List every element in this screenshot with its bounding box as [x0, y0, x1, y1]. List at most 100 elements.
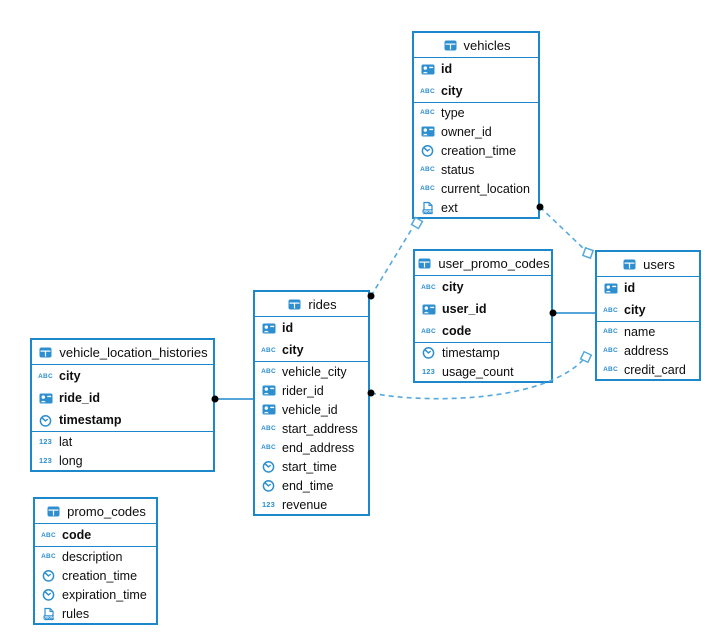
column-row-timestamp[interactable]: timestamp [415, 343, 551, 362]
column-label: current_location [441, 181, 530, 196]
column-row-end_time[interactable]: end_time [255, 476, 368, 495]
text-column-icon: ABC [420, 185, 435, 192]
column-label: vehicle_city [282, 364, 347, 379]
number-column-icon: 123 [38, 456, 53, 465]
column-label: timestamp [59, 413, 122, 427]
column-row-vehicle_id[interactable]: vehicle_id [255, 400, 368, 419]
number-column-icon: 123 [261, 500, 276, 509]
column-label: city [441, 84, 463, 98]
column-row-timestamp[interactable]: timestamp [32, 409, 213, 431]
column-label: creation_time [62, 568, 138, 583]
text-column-icon: ABC [603, 347, 618, 354]
column-label: user_id [442, 302, 487, 316]
column-label: start_address [282, 421, 358, 436]
id-column-icon [37, 393, 54, 404]
table-icon [37, 347, 54, 358]
id-column-icon [602, 283, 619, 294]
column-row-start_address[interactable]: ABC start_address [255, 419, 368, 438]
column-row-current_location[interactable]: ABC current_location [414, 179, 538, 198]
column-label: owner_id [441, 124, 492, 139]
text-column-icon: ABC [603, 328, 618, 335]
text-column-icon: ABC [261, 425, 276, 432]
column-label: id [282, 321, 294, 335]
table-icon [442, 40, 459, 51]
json-column-icon: JSON [40, 607, 57, 621]
table-icon [621, 259, 638, 270]
column-label: end_time [282, 478, 334, 493]
column-row-start_time[interactable]: start_time [255, 457, 368, 476]
relation-endpoint-diamond [410, 216, 424, 230]
section-divider [32, 431, 213, 432]
column-label: ride_id [59, 391, 100, 405]
column-row-name[interactable]: ABC name [597, 322, 699, 341]
column-row-id[interactable]: id [255, 317, 368, 339]
table-header-user_promo_codes[interactable]: user_promo_codes [415, 251, 551, 276]
section-divider [597, 321, 699, 322]
table-header-vehicle_location_histories[interactable]: vehicle_location_histories [32, 340, 213, 365]
column-label: start_time [282, 459, 337, 474]
table-header-promo_codes[interactable]: promo_codes [35, 499, 156, 524]
column-row-owner_id[interactable]: owner_id [414, 122, 538, 141]
column-label: vehicle_id [282, 402, 338, 417]
text-column-icon: ABC [420, 166, 435, 173]
table-icon [416, 258, 433, 269]
column-row-id[interactable]: id [414, 58, 538, 80]
column-label: lat [59, 434, 73, 449]
section-divider [35, 546, 156, 547]
column-label: status [441, 162, 475, 177]
timestamp-column-icon [419, 144, 436, 157]
column-row-rider_id[interactable]: rider_id [255, 381, 368, 400]
column-label: credit_card [624, 362, 686, 377]
text-column-icon: ABC [41, 531, 56, 539]
column-row-long[interactable]: 123 long [32, 451, 213, 470]
table-header-rides[interactable]: rides [255, 292, 368, 317]
relation-line-rides-to-vehicles[interactable] [370, 226, 414, 297]
column-label: rider_id [282, 383, 324, 398]
column-row-ride_id[interactable]: ride_id [32, 387, 213, 409]
column-row-creation_time[interactable]: creation_time [414, 141, 538, 160]
timestamp-column-icon [40, 569, 57, 582]
column-row-user_id[interactable]: user_id [415, 298, 551, 320]
column-label: name [624, 324, 656, 339]
text-column-icon: ABC [603, 306, 618, 314]
number-column-icon: 123 [421, 367, 436, 376]
column-row-creation_time[interactable]: creation_time [35, 566, 156, 585]
relation-line-rides-to-users[interactable] [370, 359, 584, 400]
column-label: long [59, 453, 83, 468]
relation-line-vehicles-to-users[interactable] [539, 206, 585, 250]
table-header-vehicles[interactable]: vehicles [414, 33, 538, 58]
table-title: promo_codes [67, 503, 146, 519]
table-title: vehicle_location_histories [59, 344, 208, 360]
column-row-id[interactable]: id [597, 277, 699, 299]
column-label: city [442, 280, 464, 294]
column-row-expiration_time[interactable]: expiration_time [35, 585, 156, 604]
table-header-users[interactable]: users [597, 252, 699, 277]
column-row-status[interactable]: ABC status [414, 160, 538, 179]
timestamp-column-icon [420, 346, 437, 359]
json-column-icon: JSON [419, 201, 436, 215]
